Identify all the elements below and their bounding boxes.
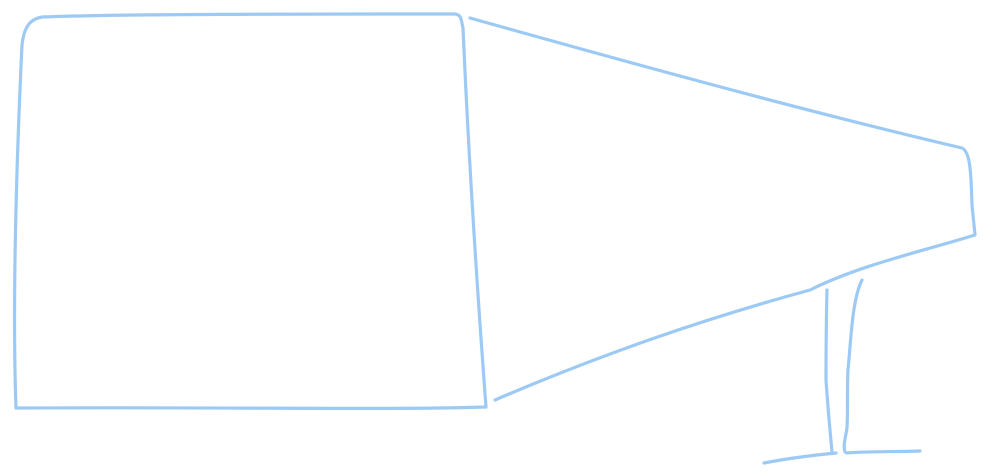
stand-base-right [845,449,922,455]
stand-base-left [762,451,838,465]
funnel-shape-outline [468,16,977,402]
stand-right-leg [842,278,864,454]
rectangle-box-outline [12,12,488,410]
sketch-strokes [12,12,977,465]
stand-left-leg [824,288,834,454]
